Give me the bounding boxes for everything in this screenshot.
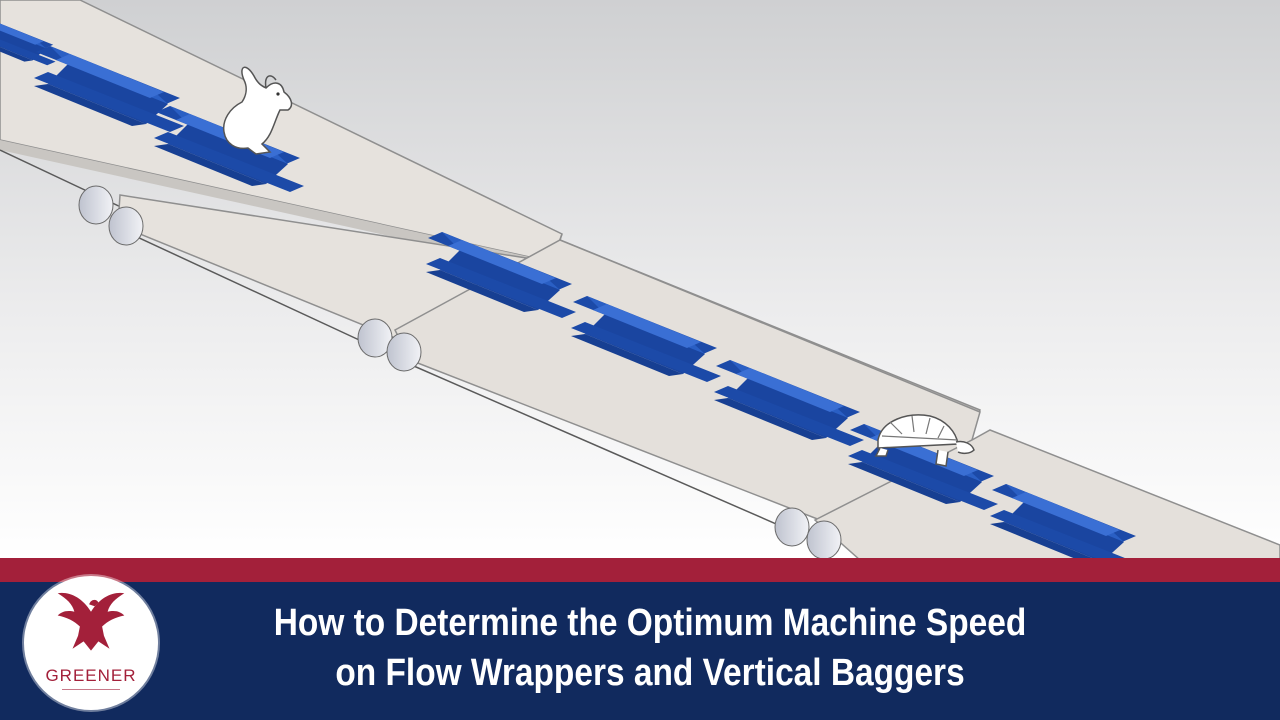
- greener-logo: GREENER: [24, 576, 158, 710]
- accent-band: [0, 558, 1280, 582]
- title-line-1: How to Determine the Optimum Machine Spe…: [273, 602, 1027, 644]
- logo-text: GREENER: [45, 666, 137, 685]
- eagle-icon: [57, 592, 125, 651]
- conveyor-illustration: [0, 0, 1280, 560]
- title-line-2: on Flow Wrappers and Vertical Baggers: [335, 652, 965, 694]
- video-title: How to Determine the Optimum Machine Spe…: [228, 598, 1073, 698]
- rabbit-icon: [222, 66, 293, 155]
- rollers: [78, 185, 842, 560]
- tortoise-icon: [874, 414, 975, 467]
- conveyor-scene: [0, 0, 1280, 560]
- logo-underline: [62, 689, 120, 690]
- title-banner: [0, 582, 1280, 720]
